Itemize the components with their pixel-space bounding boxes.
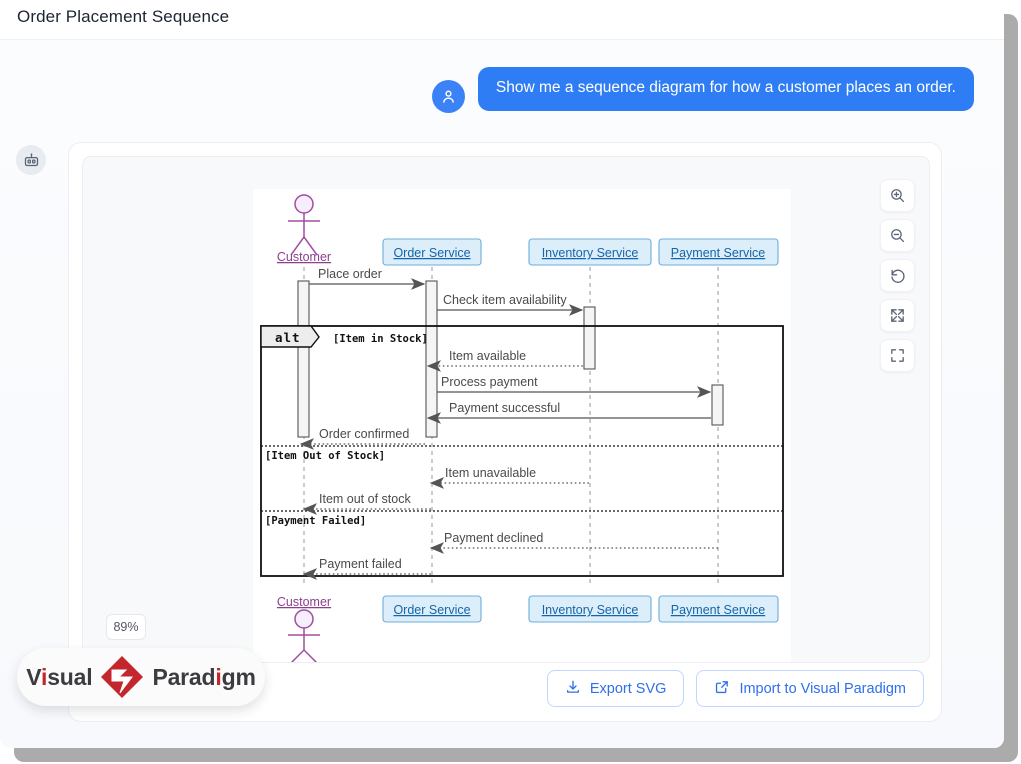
svg-text:Inventory Service: Inventory Service <box>542 603 639 617</box>
svg-text:Item unavailable: Item unavailable <box>445 466 536 480</box>
visual-paradigm-badge[interactable]: Visual Paradigm <box>17 648 265 706</box>
visual-paradigm-logo-icon <box>98 653 146 701</box>
diagram-toolbar <box>880 179 915 372</box>
message-payment-successful: Payment successful <box>426 401 711 424</box>
brand-word-paradigm: Paradigm <box>152 664 255 691</box>
message-payment-declined: Payment declined <box>429 531 718 554</box>
page-title: Order Placement Sequence <box>17 7 230 26</box>
svg-text:Item out of stock: Item out of stock <box>319 492 411 506</box>
svg-text:Inventory Service: Inventory Service <box>542 246 639 260</box>
message-item-available: Item available <box>426 349 583 372</box>
sequence-diagram-svg: Customer Order Service Inventory Service <box>260 194 784 662</box>
brand-i-1: i <box>41 663 48 690</box>
fullscreen-icon <box>889 347 906 364</box>
message-payment-failed: Payment failed <box>302 557 431 580</box>
brand-word-visual: Visual <box>26 664 92 691</box>
import-label: Import to Visual Paradigm <box>739 680 906 697</box>
svg-text:Payment Service: Payment Service <box>671 603 766 617</box>
reset-view-icon <box>889 267 907 285</box>
participant-order-service-top: Order Service <box>382 238 482 266</box>
svg-text:Order Service: Order Service <box>393 603 470 617</box>
svg-text:Payment Service: Payment Service <box>671 246 766 260</box>
message-process-payment: Process payment <box>437 375 712 398</box>
message-place-order: Place order <box>309 267 426 290</box>
svg-text:[Payment Failed]: [Payment Failed] <box>265 515 366 527</box>
zoom-in-icon <box>889 187 906 204</box>
fullscreen-button[interactable] <box>880 339 915 372</box>
messages: Place order Check item availability Item… <box>299 267 718 580</box>
svg-text:[Item Out of Stock]: [Item Out of Stock] <box>265 450 385 462</box>
participant-order-service-bottom: Order Service <box>382 595 482 623</box>
svg-text:Place order: Place order <box>318 267 382 281</box>
zoom-out-button[interactable] <box>880 219 915 252</box>
zoom-in-button[interactable] <box>880 179 915 212</box>
participant-inventory-service-bottom: Inventory Service <box>528 595 652 623</box>
svg-text:Payment failed: Payment failed <box>319 557 402 571</box>
import-to-visual-paradigm-button[interactable]: Import to Visual Paradigm <box>696 670 924 707</box>
conversation-area: Show me a sequence diagram for how a cus… <box>0 40 1004 748</box>
fit-screen-icon <box>889 307 906 324</box>
brand-i-2: i <box>215 663 222 690</box>
brand-sual: sual <box>47 663 93 690</box>
brand-gm: gm <box>221 663 256 690</box>
reset-view-button[interactable] <box>880 259 915 292</box>
svg-text:Payment declined: Payment declined <box>444 531 543 545</box>
card-actions: Export SVG Import to Visual Paradigm <box>546 670 924 707</box>
app-window: Order Placement Sequence Show me a seque… <box>0 0 1004 748</box>
participant-payment-service-top: Payment Service <box>658 238 779 266</box>
svg-text:Payment successful: Payment successful <box>449 401 560 415</box>
message-item-out-of-stock: Item out of stock <box>302 492 431 515</box>
message-check-item-availability: Check item availability <box>437 293 584 316</box>
brand-v: V <box>26 663 42 690</box>
zoom-level-badge[interactable]: 89% <box>106 614 146 640</box>
fit-screen-button[interactable] <box>880 299 915 332</box>
alt-fragment: alt [Item in Stock] [Item Out of Stock] … <box>260 325 784 577</box>
user-message-bubble: Show me a sequence diagram for how a cus… <box>477 67 974 111</box>
brand-parad: Parad <box>152 663 216 690</box>
diagram-result-card: Customer Order Service Inventory Service <box>68 142 942 722</box>
svg-text:Item available: Item available <box>449 349 526 363</box>
external-link-icon <box>714 679 730 699</box>
title-bar: Order Placement Sequence <box>0 0 1004 40</box>
svg-text:Order confirmed: Order confirmed <box>319 427 409 441</box>
activation-bars <box>297 280 724 438</box>
zoom-out-icon <box>889 227 906 244</box>
svg-text:Customer: Customer <box>277 595 331 609</box>
svg-text:Order Service: Order Service <box>393 246 470 260</box>
svg-text:Process payment: Process payment <box>441 375 538 389</box>
message-item-unavailable: Item unavailable <box>429 466 589 489</box>
diagram-viewport[interactable]: Customer Order Service Inventory Service <box>82 156 930 663</box>
export-svg-label: Export SVG <box>589 680 667 697</box>
robot-icon <box>16 145 46 175</box>
participant-customer-top: Customer <box>277 194 331 264</box>
svg-text:alt: alt <box>275 330 301 345</box>
download-icon <box>565 679 581 699</box>
participant-payment-service-bottom: Payment Service <box>658 595 779 623</box>
user-message-row: Show me a sequence diagram for how a cus… <box>431 67 974 113</box>
message-order-confirmed: Order confirmed <box>299 427 425 450</box>
svg-text:Customer: Customer <box>277 250 331 264</box>
participant-inventory-service-top: Inventory Service <box>528 238 652 266</box>
participant-customer-bottom: Customer <box>277 595 331 662</box>
export-svg-button[interactable]: Export SVG <box>546 670 685 707</box>
person-icon <box>431 80 465 113</box>
diagram-canvas[interactable]: Customer Order Service Inventory Service <box>253 189 791 662</box>
svg-text:Check item availability: Check item availability <box>443 293 567 307</box>
svg-text:[Item in Stock]: [Item in Stock] <box>333 333 428 345</box>
